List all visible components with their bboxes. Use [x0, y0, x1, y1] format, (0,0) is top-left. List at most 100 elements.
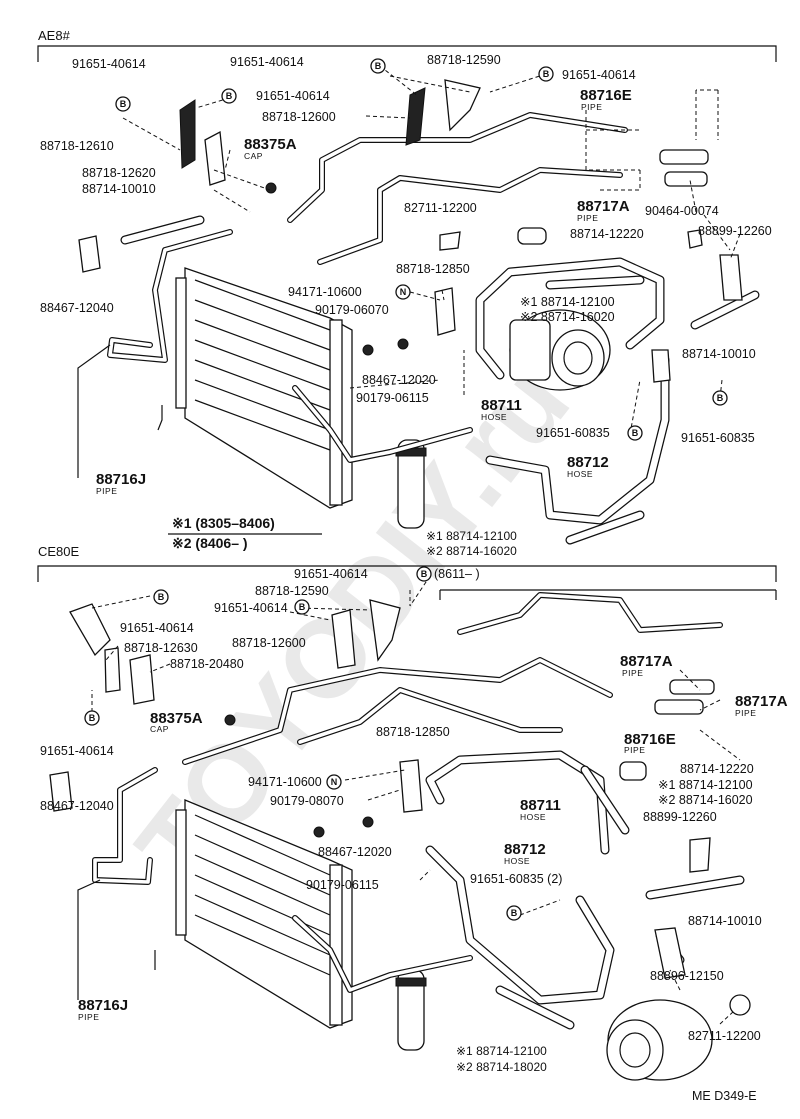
b-mark: B — [538, 66, 554, 82]
label-91651-40614: 91651-40614 — [562, 68, 636, 82]
markers: B B B B B B N B B B B B N — [84, 58, 728, 921]
label-91651-40614: 91651-40614 — [120, 621, 194, 635]
label-pipe: PIPE — [577, 213, 598, 223]
label-88714-10010: 88714-10010 — [688, 914, 762, 928]
label-91651-60835: 91651-60835 — [681, 431, 755, 445]
b-mark: B — [294, 599, 310, 615]
b-mark: B — [115, 96, 131, 112]
compressor-top — [509, 309, 611, 391]
label-90179-06070: 90179-06070 — [315, 303, 389, 317]
label-88718-12600: 88718-12600 — [232, 636, 306, 650]
label-82711-12200: 82711-12200 — [688, 1029, 761, 1043]
label-88718-12620: 88718-12620 — [82, 166, 156, 180]
label-91651-40614: 91651-40614 — [294, 567, 368, 581]
label-88714-10010: 88714-10010 — [682, 347, 756, 361]
label-pipe: PIPE — [96, 486, 117, 496]
label-88714-12220: 88714-12220 — [570, 227, 644, 241]
b-mark: B — [221, 88, 237, 104]
receiver-top — [395, 439, 427, 529]
label-91651-40614: 91651-40614 — [256, 89, 330, 103]
labels-bottom: 91651-40614 (8611– ) 88718-12590 91651-4… — [40, 567, 788, 1103]
label-88718-12630: 88718-12630 — [124, 641, 198, 655]
label-88899-12260: 88899-12260 — [643, 810, 717, 824]
n-mark: N — [395, 284, 411, 300]
label-hose: HOSE — [567, 469, 593, 479]
label-88716J: 88716J — [78, 997, 128, 1014]
b-mark: B — [370, 58, 386, 74]
receiver-bottom — [395, 969, 427, 1051]
label-88711: 88711 — [520, 797, 561, 814]
label-88467-12020: 88467-12020 — [318, 845, 392, 859]
label-88375A: 88375A — [244, 136, 297, 153]
b-mark: B — [506, 905, 522, 921]
note-1: ※1 (8305–8406) — [172, 515, 275, 531]
b-mark: B — [712, 390, 728, 406]
label-91651-40614: 91651-40614 — [230, 55, 304, 69]
b-mark-text: B — [717, 393, 724, 403]
condenser-top — [175, 267, 353, 509]
label-91651-40614: 91651-40614 — [40, 744, 114, 758]
b-mark-text: B — [89, 713, 96, 723]
label-pipe: PIPE — [581, 102, 602, 112]
label-range-8611: (8611– ) — [434, 567, 480, 581]
label-cap: CAP — [244, 151, 263, 161]
b-mark-text: B — [543, 69, 550, 79]
footer-code: ME D349-E — [692, 1089, 757, 1103]
b-mark-text: B — [120, 99, 127, 109]
label-88717A: 88717A — [577, 198, 630, 215]
label-88711: 88711 — [481, 397, 522, 414]
label-88714-12100: ※1 88714-12100 — [426, 529, 517, 543]
label-cap: CAP — [150, 724, 169, 734]
compressor-bottom — [606, 999, 713, 1081]
label-hose: HOSE — [481, 412, 507, 422]
label-pipe: PIPE — [622, 668, 643, 678]
label-pipe: PIPE — [624, 745, 645, 755]
label-88718-12850: 88718-12850 — [376, 725, 450, 739]
label-88718-12600: 88718-12600 — [262, 110, 336, 124]
section-frame-top: AE8# — [37, 28, 777, 62]
b-mark-text: B — [375, 61, 382, 71]
label-88375A: 88375A — [150, 710, 203, 727]
label-hose: HOSE — [504, 856, 530, 866]
label-90179-06115: 90179-06115 — [306, 878, 379, 892]
n-mark-text: N — [331, 777, 338, 787]
label-88718-12850: 88718-12850 — [396, 262, 470, 276]
label-88714-18020: ※2 88714-18020 — [456, 1060, 547, 1074]
b-mark: B — [416, 566, 432, 582]
label-91651-60835: 91651-60835 — [536, 426, 610, 440]
label-94171-10600: 94171-10600 — [288, 285, 362, 299]
label-88899-12260: 88899-12260 — [698, 224, 772, 238]
b-mark-text: B — [511, 908, 518, 918]
label-88714-16020: ※2 88714-16020 — [426, 544, 517, 558]
b-mark-text: B — [421, 569, 428, 579]
label-pipe: PIPE — [78, 1012, 99, 1022]
label-88717A: 88717A — [735, 693, 788, 710]
label-91651-40614: 91651-40614 — [214, 601, 288, 615]
label-hose: HOSE — [520, 812, 546, 822]
b-mark: B — [153, 589, 169, 605]
label-88714-16020: ※2 88714-16020 — [520, 310, 615, 324]
label-88714-12100: ※1 88714-12100 — [658, 778, 753, 792]
label-88467-12040: 88467-12040 — [40, 799, 114, 813]
b-mark-text: B — [158, 592, 165, 602]
label-88712: 88712 — [504, 841, 546, 858]
section-frame-bottom: CE80E — [37, 544, 777, 582]
label-88717A: 88717A — [620, 653, 673, 670]
section-label-bottom: CE80E — [38, 544, 80, 559]
top-drawing — [77, 65, 760, 545]
condenser-bottom — [175, 799, 353, 1029]
label-88718-20480: 88718-20480 — [170, 657, 244, 671]
label-88718-12590: 88718-12590 — [255, 584, 329, 598]
label-90179-08070: 90179-08070 — [270, 794, 344, 808]
n-mark-text: N — [400, 287, 407, 297]
label-88896-12150: 88896-12150 — [650, 969, 724, 983]
label-91651-60835: 91651-60835 (2) — [470, 872, 562, 886]
label-88714-12100: ※1 88714-12100 — [520, 295, 615, 309]
b-mark: B — [84, 710, 100, 726]
label-88714-16020: ※2 88714-16020 — [658, 793, 753, 807]
note-2: ※2 (8406– ) — [172, 535, 248, 551]
bottom-drawing — [49, 575, 777, 1081]
label-91651-40614: 91651-40614 — [72, 57, 146, 71]
section-label-top: AE8# — [38, 28, 71, 43]
